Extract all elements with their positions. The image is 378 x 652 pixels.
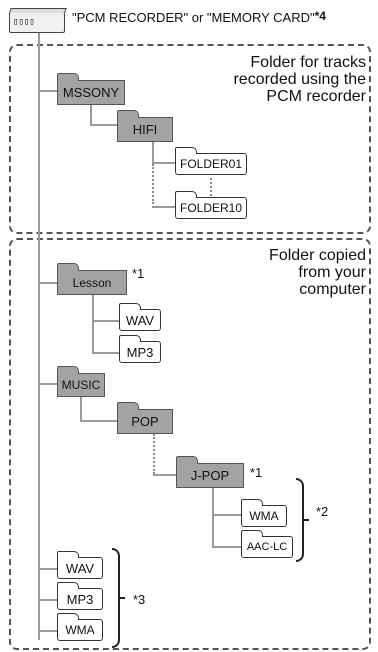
folder-label: WMA: [65, 623, 95, 637]
folder-hifi[interactable]: HIFI: [117, 110, 173, 142]
folder-j-pop[interactable]: J-POP: [176, 456, 244, 488]
folder-lesson-wav[interactable]: WAV: [119, 303, 161, 331]
folder-label: MP3: [66, 591, 94, 607]
tree-branch-line: [80, 420, 118, 422]
tree-branch-line: [38, 599, 58, 601]
folder-folder01[interactable]: FOLDER01: [175, 147, 247, 175]
tree-branch-line: [38, 630, 58, 632]
folder-label: J-POP: [190, 468, 230, 483]
tree-branch-line: [152, 162, 176, 164]
folder-label: HIFI: [132, 122, 158, 137]
j-pop-note: *1: [250, 465, 263, 480]
folder-label: FOLDER10: [179, 201, 243, 215]
root-files-brace: [112, 548, 125, 648]
tree-branch-line: [92, 295, 94, 353]
folder-label: MUSIC: [61, 378, 101, 392]
copied-box-label: Folder copied from your computer: [269, 247, 366, 298]
folder-pop[interactable]: POP: [117, 402, 173, 434]
folder-label: WMA: [249, 509, 279, 523]
tree-branch-line: [153, 474, 177, 476]
tree-ellipsis-dots: [153, 434, 155, 474]
folder-label: WAV: [65, 560, 95, 576]
folder-root-mp3[interactable]: MP3: [57, 582, 103, 610]
folder-j-pop-aac-lc[interactable]: AAC-LC: [241, 530, 293, 558]
folder-label: AAC-LC: [246, 541, 288, 553]
folder-label: WAV: [125, 312, 155, 328]
folder-lesson[interactable]: Lesson: [57, 263, 127, 295]
folder-lesson-mp3[interactable]: MP3: [119, 335, 161, 363]
device-title-note: *4: [314, 9, 326, 23]
tree-branch-line: [212, 546, 242, 548]
pcm-box-label-line: recorded using the: [233, 71, 366, 88]
folder-root-wma[interactable]: WMA: [57, 613, 103, 641]
tree-branch-line: [38, 383, 58, 385]
device-icon-text: ▯▯▯▯: [13, 17, 35, 27]
copied-box-label-line: from your: [298, 264, 366, 281]
tree-branch-line: [38, 90, 58, 92]
folder-label: MSSONY: [62, 85, 120, 100]
folder-root-wav[interactable]: WAV: [57, 551, 103, 579]
recorder-device-icon: ▯▯▯▯: [9, 8, 67, 33]
tree-branch-line: [212, 488, 214, 548]
folder-label: FOLDER01: [179, 157, 243, 171]
folder-label: POP: [131, 414, 159, 429]
device-title: "PCM RECORDER" or "MEMORY CARD"*4: [72, 9, 326, 25]
tree-branch-line: [38, 282, 58, 284]
folder-music[interactable]: MUSIC: [57, 366, 105, 397]
pcm-recorder-folder-box: [9, 44, 371, 234]
tree-trunk-line: [38, 33, 40, 640]
folder-label: Lesson: [72, 275, 112, 290]
tree-branch-line: [212, 514, 242, 516]
tree-branch-line: [92, 320, 120, 322]
tree-branch-line: [92, 352, 120, 354]
tree-branch-line: [152, 142, 154, 162]
folder-mssony[interactable]: MSSONY: [57, 73, 125, 105]
pcm-box-label-line: PCM recorder: [266, 88, 366, 105]
copied-box-label-line: computer: [299, 281, 366, 298]
tree-branch-line: [90, 105, 92, 125]
root-files-note: *3: [133, 592, 146, 607]
format-note: *2: [316, 504, 329, 519]
lesson-note: *1: [132, 266, 145, 281]
folder-ellipsis-dots: [210, 178, 212, 196]
pcm-box-label: Folder for tracks recorded using the PCM…: [233, 54, 366, 105]
tree-branch-line: [152, 206, 176, 208]
tree-branch-line: [80, 397, 82, 421]
tree-branch-line: [38, 568, 58, 570]
folder-j-pop-wma[interactable]: WMA: [241, 499, 287, 527]
tree-ellipsis-dots: [152, 164, 154, 204]
folder-folder10[interactable]: FOLDER10: [175, 191, 247, 219]
format-brace: [296, 478, 309, 562]
folder-label: MP3: [126, 344, 154, 360]
copied-box-label-line: Folder copied: [269, 247, 366, 264]
tree-branch-line: [90, 124, 118, 126]
pcm-box-label-line: Folder for tracks: [250, 54, 366, 71]
device-title-text: "PCM RECORDER" or "MEMORY CARD": [72, 10, 315, 25]
copied-folder-box: [9, 238, 371, 650]
